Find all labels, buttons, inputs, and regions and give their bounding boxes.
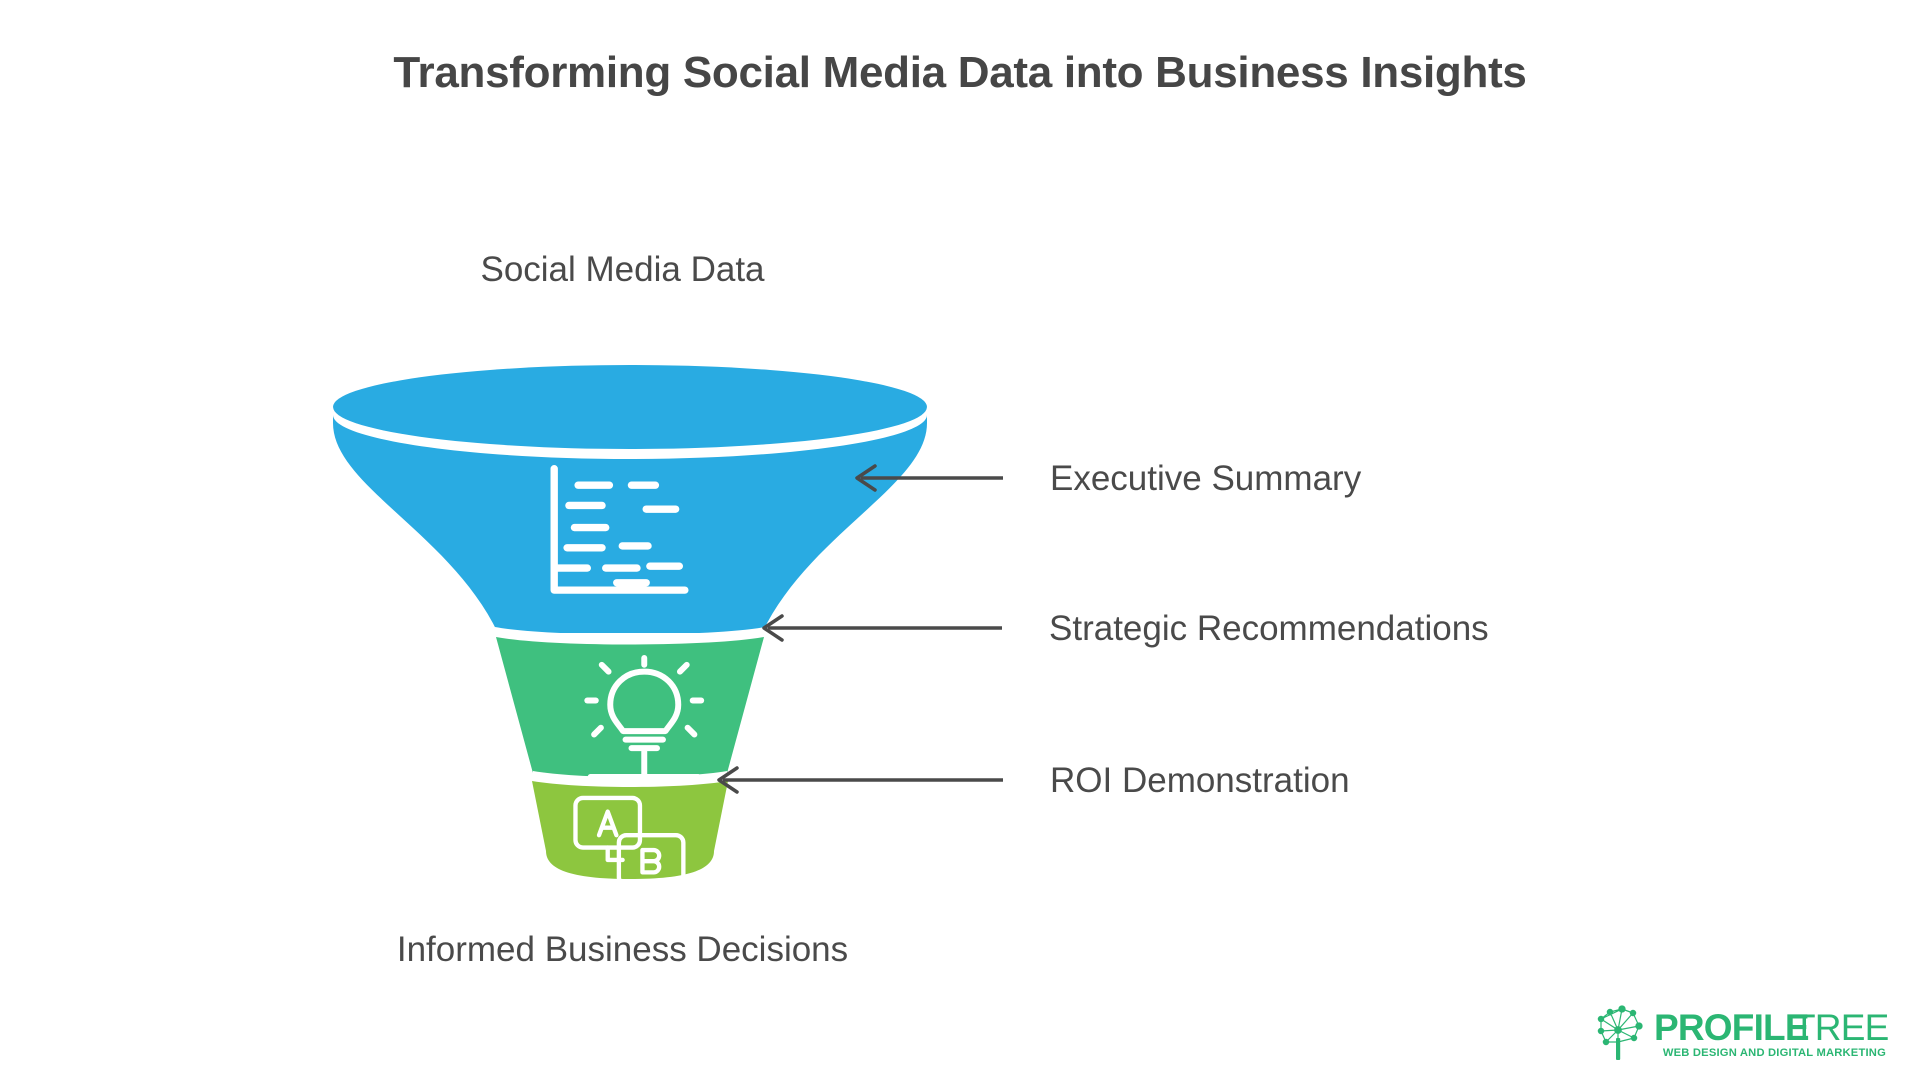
page-title: Transforming Social Media Data into Busi… bbox=[393, 48, 1527, 97]
callout-executive-summary: Executive Summary bbox=[845, 455, 1361, 501]
funnel-stage-roi-demonstration bbox=[532, 781, 728, 885]
callout-strategic-recommendations: Strategic Recommendations bbox=[752, 605, 1489, 651]
logo-word-bold: PROFILE bbox=[1654, 1007, 1809, 1048]
logo-word-light: TREE bbox=[1793, 1007, 1888, 1048]
profiletree-logo: PROFILE TREE WEB DESIGN AND DIGITAL MARK… bbox=[1588, 1000, 1888, 1062]
logo-tagline: WEB DESIGN AND DIGITAL MARKETING bbox=[1663, 1047, 1886, 1059]
bar-chart-report-icon bbox=[550, 465, 689, 594]
funnel-bottom-caption: Informed Business Decisions bbox=[396, 930, 849, 969]
callout-label-strategic-recommendations: Strategic Recommendations bbox=[1049, 608, 1489, 648]
callout-label-executive-summary: Executive Summary bbox=[1050, 458, 1362, 498]
arrow-left-icon bbox=[855, 464, 1003, 492]
funnel-top-caption: Social Media Data bbox=[480, 250, 765, 289]
funnel-diagram bbox=[290, 365, 970, 885]
ab-testing-icon bbox=[573, 795, 686, 885]
funnel-stage-executive-summary bbox=[333, 365, 927, 649]
callout-label-roi-demonstration: ROI Demonstration bbox=[1050, 760, 1350, 800]
arrow-left-icon bbox=[762, 614, 1002, 642]
callout-roi-demonstration: ROI Demonstration bbox=[707, 757, 1350, 803]
network-tree-icon bbox=[1597, 1005, 1643, 1060]
arrow-left-icon bbox=[717, 766, 1003, 794]
